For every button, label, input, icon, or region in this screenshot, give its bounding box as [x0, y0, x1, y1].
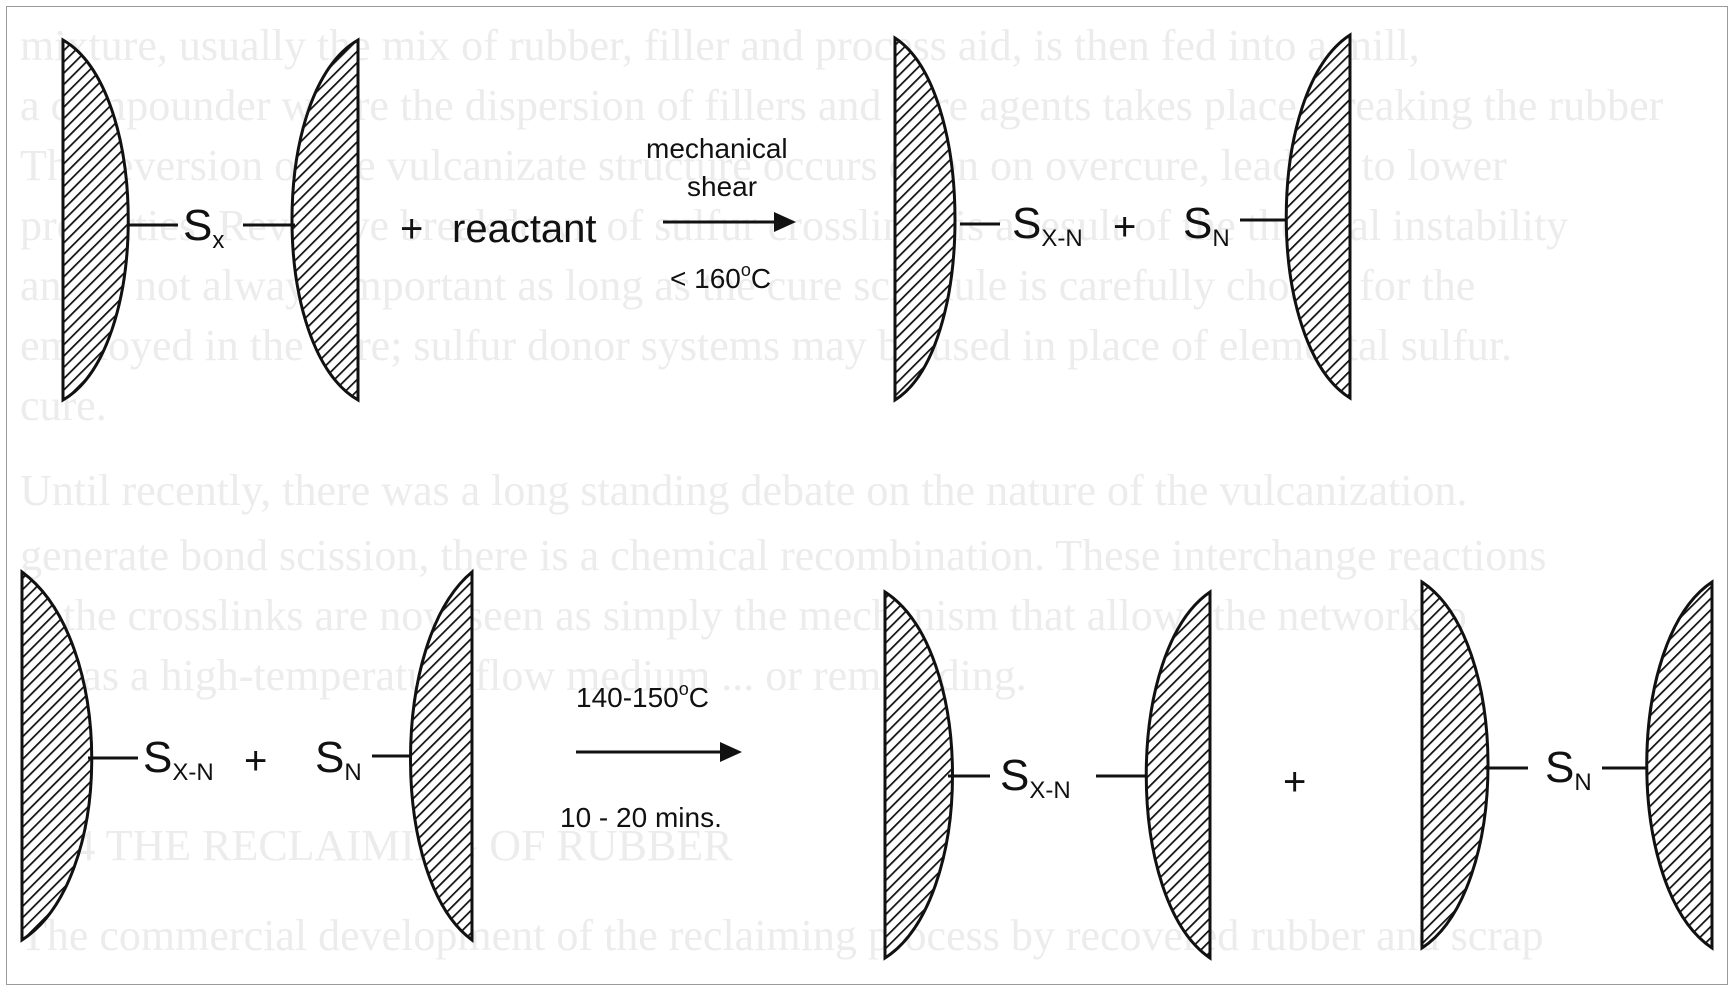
bg-line: a compounder where the dispersion of fil…: [20, 81, 1664, 130]
bg-line: and is not always important as long as t…: [20, 261, 1475, 310]
plus-sign: +: [244, 739, 267, 783]
plus-sign: +: [1283, 760, 1306, 804]
rubber-particle-left: [20, 569, 94, 943]
bg-line: at the crosslinks are now seen as simply…: [20, 591, 1467, 640]
reaction-1: Sx + reactant mechanical shear < 160oC S…: [61, 32, 1352, 403]
rubber-particle-right: [290, 37, 360, 403]
reaction-arrow-head: [774, 212, 796, 232]
sulfur-label: SX-N: [143, 733, 214, 786]
rubber-particle-left: [61, 37, 130, 403]
sulfur-label: SX-N: [1012, 199, 1083, 252]
bg-line: Until recently, there was a long standin…: [20, 466, 1467, 515]
arrow-condition-bottom: < 160oC: [670, 260, 771, 294]
figure-border: [6, 6, 1728, 985]
sulfur-label: SX-N: [1000, 751, 1071, 804]
reaction-arrow-head: [720, 742, 742, 762]
product-particle-left: [883, 589, 954, 961]
arrow-condition-middle: shear: [687, 171, 757, 202]
bg-line: act as a high-temperature flow medium ..…: [20, 651, 1027, 700]
bg-line: generate bond scission, there is a chemi…: [20, 531, 1546, 580]
bg-line: mixture, usually the mix of rubber, fill…: [20, 21, 1420, 70]
sulfur-label: SN: [315, 733, 362, 786]
bg-line: employed in the cure; sulfur donor syste…: [20, 321, 1512, 370]
product-particle-left: [1420, 579, 1490, 951]
plus-sign: +: [1113, 205, 1136, 249]
arrow-condition-bottom: 10 - 20 mins.: [560, 802, 722, 833]
reaction-2: SX-N + SN 140-150oC 10 - 20 mins. SX-N +…: [20, 568, 1714, 961]
reactant-label: reactant: [452, 207, 597, 251]
bg-line: The commercial development of the reclai…: [20, 911, 1543, 960]
bg-line: The reversion of the vulcanizate structu…: [20, 141, 1507, 190]
arrow-condition-top: mechanical: [646, 133, 788, 164]
sulfur-label: Sx: [183, 201, 224, 254]
plus-sign: +: [400, 207, 423, 251]
product-particle-right: [1645, 579, 1714, 951]
product-particle-right: [1144, 589, 1212, 961]
product-particle-right: [1284, 32, 1352, 401]
rubber-particle-right: [409, 568, 474, 943]
arrow-condition-top: 140-150oC: [576, 679, 709, 713]
product-particle-left: [893, 35, 957, 403]
bg-line: 11.4 THE RECLAIMING OF RUBBER: [20, 821, 733, 870]
sulfur-label: SN: [1545, 743, 1592, 796]
sulfur-label: SN: [1183, 199, 1230, 252]
